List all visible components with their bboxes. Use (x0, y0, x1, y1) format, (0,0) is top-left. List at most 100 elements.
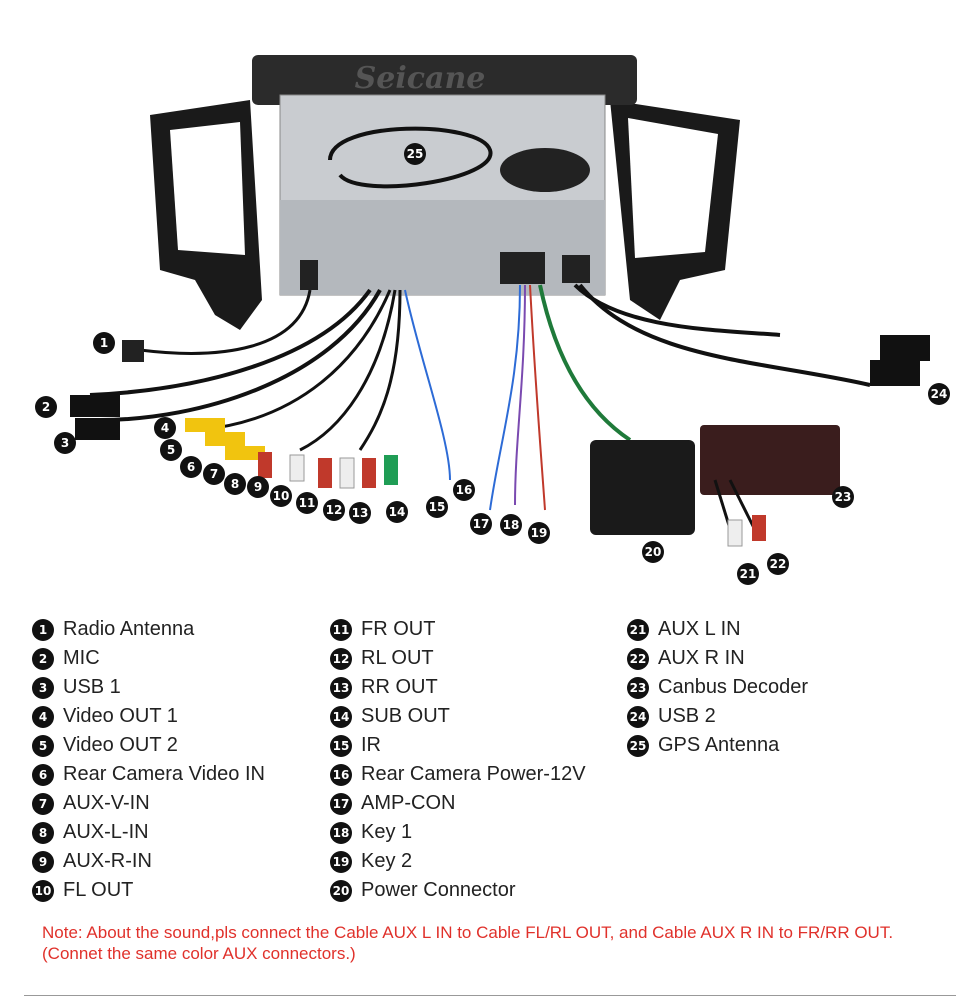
legend-number: 25 (627, 734, 649, 757)
callout-17: 17 (470, 513, 492, 535)
legend-label: Radio Antenna (63, 618, 195, 640)
callout-22: 22 (767, 553, 789, 575)
legend-label: AUX R IN (658, 647, 745, 669)
callout-14: 14 (386, 501, 408, 523)
legend-number: 8 (32, 821, 54, 844)
legend-label: GPS Antenna (658, 734, 780, 756)
callout-15: 15 (426, 496, 448, 518)
legend-label: RR OUT (361, 676, 438, 698)
aux-red-plug (752, 515, 766, 541)
brand-logo: Seicane (355, 61, 486, 96)
legend-label: AMP-CON (361, 792, 456, 814)
head-unit-top (252, 55, 637, 105)
gps-antenna-puck (500, 148, 590, 192)
legend-label: Key 1 (361, 821, 413, 843)
legend-label: Key 2 (361, 850, 413, 872)
legend-label: FR OUT (361, 618, 436, 640)
wiring-note: Note: About the sound,pls connect the Ca… (42, 923, 894, 963)
wiring-diagram: Seicane (35, 55, 950, 585)
legend-number: 1 (32, 618, 54, 641)
legend-number: 23 (627, 676, 649, 699)
callout-5: 5 (160, 439, 182, 461)
left-frame-opening (170, 122, 245, 255)
callout-9: 9 (247, 476, 269, 498)
right-frame-opening (628, 118, 718, 258)
legend-label: AUX-R-IN (63, 850, 152, 872)
legend-number: 22 (627, 647, 649, 670)
legend-number: 6 (32, 763, 54, 786)
legend-label: Video OUT 2 (63, 734, 178, 756)
legend-item: 5 Video OUT 2 (32, 731, 265, 760)
legend-label: FL OUT (63, 879, 134, 901)
legend-item: 18 Key 1 (330, 818, 586, 847)
legend-item: 25 GPS Antenna (627, 731, 808, 760)
legend-number: 2 (32, 647, 54, 670)
aux-white-plug (727, 519, 743, 547)
legend-label: AUX-L-IN (63, 821, 149, 843)
rca-yellow-2 (205, 432, 245, 446)
legend-number: 14 (330, 705, 352, 728)
callout-11: 11 (296, 492, 318, 514)
head-unit-back-panel (280, 200, 605, 295)
legend-number: 17 (330, 792, 352, 815)
legend-number: 11 (330, 618, 352, 641)
legend-item: 19 Key 2 (330, 847, 586, 876)
legend-number: 24 (627, 705, 649, 728)
legend-item: 2 MIC (32, 644, 265, 673)
legend-label: AUX L IN (658, 618, 741, 640)
callout-3: 3 (54, 432, 76, 454)
legend-item: 3 USB 1 (32, 673, 265, 702)
callout-18: 18 (500, 514, 522, 536)
rca-white-2 (339, 457, 355, 489)
rca-yellow-3 (225, 446, 265, 460)
rca-red-3 (362, 458, 376, 488)
legend-item: 24 USB 2 (627, 702, 808, 731)
legend-label: MIC (63, 647, 100, 669)
legend-item: 7 AUX-V-IN (32, 789, 265, 818)
mic-plug (70, 395, 120, 417)
legend-label: USB 2 (658, 705, 716, 727)
legend-number: 21 (627, 618, 649, 641)
legend-label: Rear Camera Power-12V (361, 763, 586, 785)
legend-item: 8 AUX-L-IN (32, 818, 265, 847)
legend-item: 1 Radio Antenna (32, 615, 265, 644)
legend-number: 3 (32, 676, 54, 699)
radio-antenna-plug (122, 340, 144, 362)
callout-10: 10 (270, 485, 292, 507)
callout-25: 25 (404, 143, 426, 165)
legend-item: 22 AUX R IN (627, 644, 808, 673)
bottom-divider (24, 995, 956, 996)
callout-6: 6 (180, 456, 202, 478)
legend-number: 20 (330, 879, 352, 902)
rca-white-1 (289, 454, 305, 482)
legend-label: IR (361, 734, 381, 756)
callout-4: 4 (154, 417, 176, 439)
usb2-plug-b (880, 335, 930, 361)
legend-number: 5 (32, 734, 54, 757)
legend-number: 18 (330, 821, 352, 844)
legend-label: AUX-V-IN (63, 792, 150, 814)
callout-8: 8 (224, 473, 246, 495)
callout-12: 12 (323, 499, 345, 521)
legend-number: 10 (32, 879, 54, 902)
power-connector (590, 440, 695, 535)
harness-plug (500, 252, 545, 284)
legend-item: 10 FL OUT (32, 876, 265, 905)
canbus-decoder-box (700, 425, 840, 495)
legend-number: 7 (32, 792, 54, 815)
legend-item: 11 FR OUT (330, 615, 586, 644)
legend-label: USB 1 (63, 676, 121, 698)
antenna-socket (300, 260, 318, 290)
legend-number: 19 (330, 850, 352, 873)
callout-2: 2 (35, 396, 57, 418)
callout-23: 23 (832, 486, 854, 508)
